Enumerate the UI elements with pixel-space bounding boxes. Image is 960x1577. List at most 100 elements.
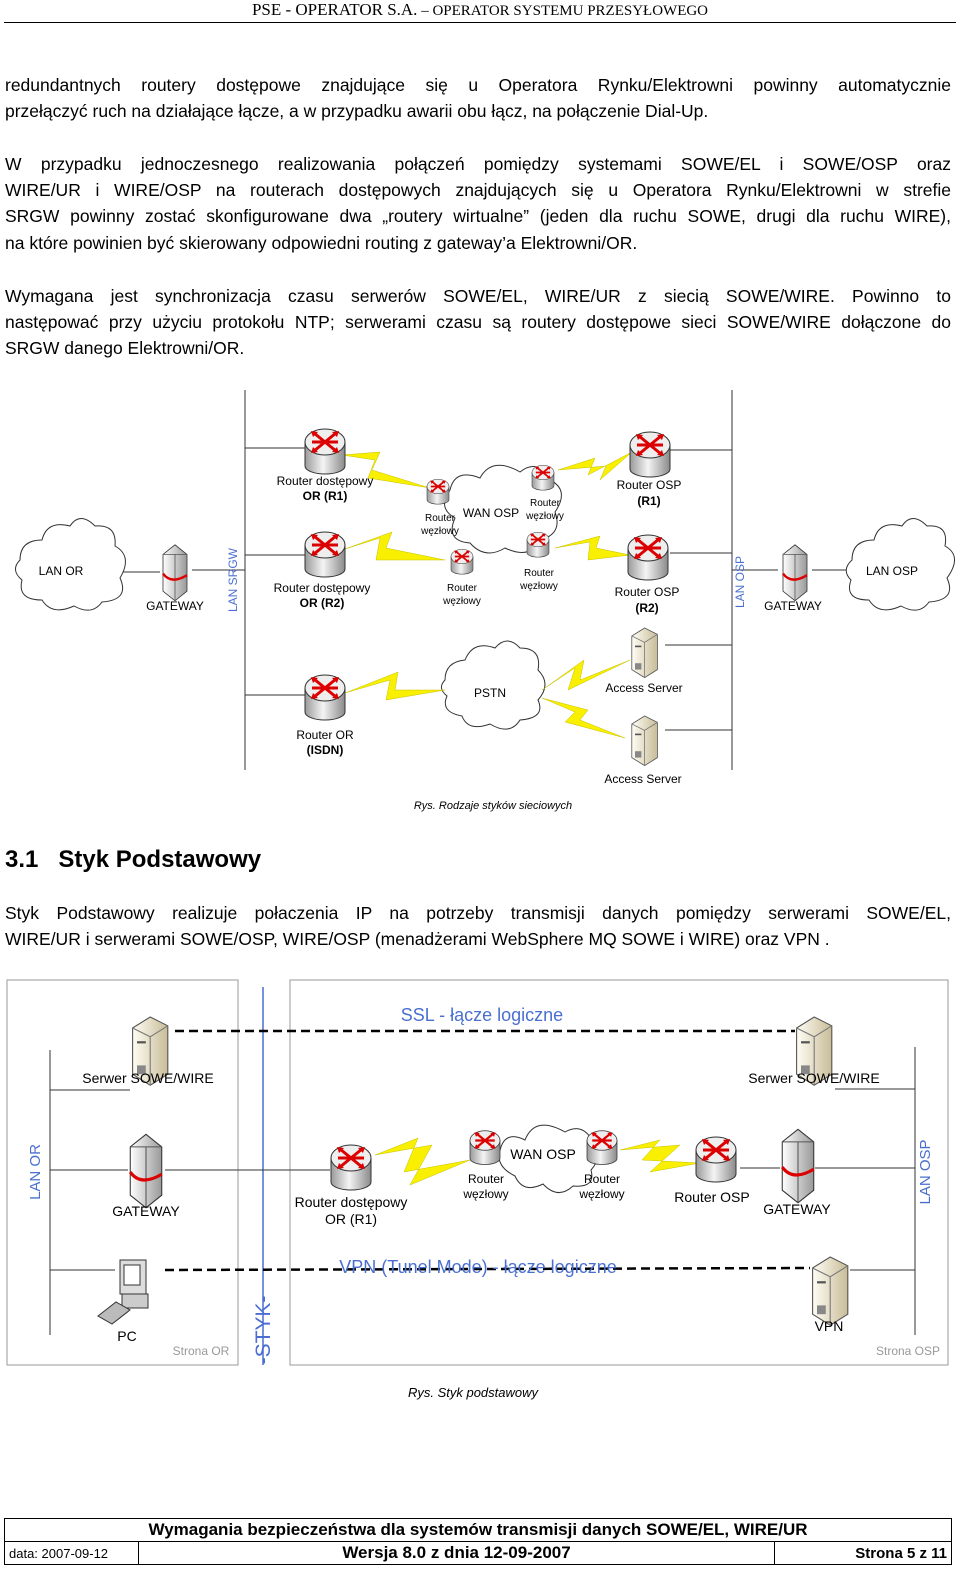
text-line: redundantnych routery dostępowe znajdują… [5,75,951,95]
label: VPN [815,1318,844,1334]
section-number: 3.1 [5,846,39,873]
label: Serwer SOWE/WIRE [82,1070,213,1086]
label: Strona OR [173,1344,230,1358]
router-icon [626,533,670,582]
router-icon [303,530,347,579]
header-company: PSE - OPERATOR S.A. [251,0,418,19]
label: WAN OSP [510,1146,576,1162]
label: LAN OSP [917,1139,934,1204]
router-icon [303,427,347,476]
router-icon [694,1135,738,1184]
header-divider [4,22,956,23]
router-icon [329,1143,373,1192]
label: Router [468,1172,504,1186]
figure-caption: Rys. Styk podstawowy [408,1385,540,1400]
label: SSL - łącze logiczne [401,1005,563,1025]
footer-page: Strona 5 z 11 [774,1541,952,1565]
label: Router [447,583,478,594]
server-icon [631,627,658,678]
label: LAN OSP [733,556,747,608]
label: Router OR [296,728,354,742]
router-icon [526,531,550,558]
cloud-wan-osp [444,464,562,554]
paragraph-2: W przypadku jednoczesnego realizowania p… [5,151,951,256]
router-icon [426,478,450,505]
label: OR (R1) [303,489,348,503]
router-icon [303,673,347,722]
paragraph-1: redundantnych routery dostępowe znajdują… [5,72,951,124]
text-line: WIRE/UR i WIRE/OSP na routerach dostępow… [5,180,951,201]
server-icon [631,715,658,766]
gateway-icon [128,1132,164,1210]
text-line: następować przy użyciu protokołu NTP; se… [5,312,951,333]
label: Router [524,568,555,579]
gateway-icon [780,1127,816,1205]
label: Router OSP [674,1189,749,1205]
header-subtitle: – OPERATOR SYSTEMU PRZESYŁOWEGO [417,3,709,19]
cloud-lan-or [15,518,126,611]
label: Router [530,498,561,509]
label: LAN OR [39,564,84,578]
text-line: SRGW powinny zostać skonfigurowane dwa „… [5,206,951,227]
text-line: Styk Podstawowy realizuje połaczenia IP … [5,903,951,923]
footer-version: Wersja 8.0 z dnia 12-09-2007 [138,1541,775,1565]
cloud-pstn [441,640,546,730]
router-icon [585,1129,619,1166]
router-icon [628,430,672,479]
text-line: WIRE/UR i serwerami SOWE/OSP, WIRE/OSP (… [5,929,830,950]
label: GATEWAY [764,599,822,613]
label: GATEWAY [763,1201,831,1217]
label: Router [584,1172,620,1186]
label: LAN OSP [866,564,918,578]
label: (ISDN) [307,743,344,757]
label: Serwer SOWE/WIRE [748,1070,879,1086]
label: PSTN [474,686,506,700]
label: Router OSP [617,478,682,492]
label: OR (R2) [300,596,345,610]
label: węzłowy [462,1187,508,1201]
label: węzłowy [525,511,564,522]
router-icon [450,548,474,575]
label: węzłowy [442,596,481,607]
text-line: na które powinien być skierowany odpowie… [5,232,638,253]
label: Router OSP [615,585,680,599]
label: węzłowy [578,1187,624,1201]
gateway-icon [161,543,189,602]
footer-title: Wymagania bezpieczeństwa dla systemów tr… [4,1518,952,1542]
section-heading: 3.1 Styk Podstawowy [5,846,281,874]
label: Router [425,513,456,524]
label: (R1) [637,494,660,508]
section-title: Styk Podstawowy [58,846,262,873]
label: Router dostępowy [274,581,371,595]
label: LAN SRGW [226,547,240,612]
label: węzłowy [519,581,558,592]
label: GATEWAY [146,599,204,613]
label: Router dostępowy [277,474,374,488]
paragraph-4: Styk Podstawowy realizuje połaczenia IP … [5,900,951,952]
footer-date: data: 2007-09-12 [4,1541,139,1565]
label: Strona OSP [876,1344,940,1358]
paragraph-3: Wymagana jest synchronizacja czasu serwe… [5,283,951,362]
label: Router dostępowy [295,1194,408,1210]
text-line: Wymagana jest synchronizacja czasu serwe… [5,286,951,306]
label: (R2) [635,601,658,615]
label: węzłowy [420,526,459,537]
router-icon [531,464,555,491]
router-icon [468,1129,502,1166]
gateway-icon [781,543,809,602]
label: PC [117,1328,136,1344]
diagram-basic-interface [6,979,949,1366]
diagram-network-interfaces [15,390,955,770]
label: VPN (Tunel Mode) - łącze logiczne [339,1257,616,1277]
label: GATEWAY [112,1203,180,1219]
figure-caption: Rys. Rodzaje styków sieciowych [414,800,572,812]
cloud-wan-osp [498,1124,598,1193]
vpn-server-icon [812,1256,849,1326]
label: LAN OR [27,1144,44,1200]
label: OR (R1) [325,1211,377,1227]
styk-label: -STYK- [252,1296,275,1365]
label: Access Server [605,681,682,695]
text-line: przełączyć ruch na działające łącze, a w… [5,101,709,122]
page-header: PSE - OPERATOR S.A. – OPERATOR SYSTEMU P… [0,0,960,20]
